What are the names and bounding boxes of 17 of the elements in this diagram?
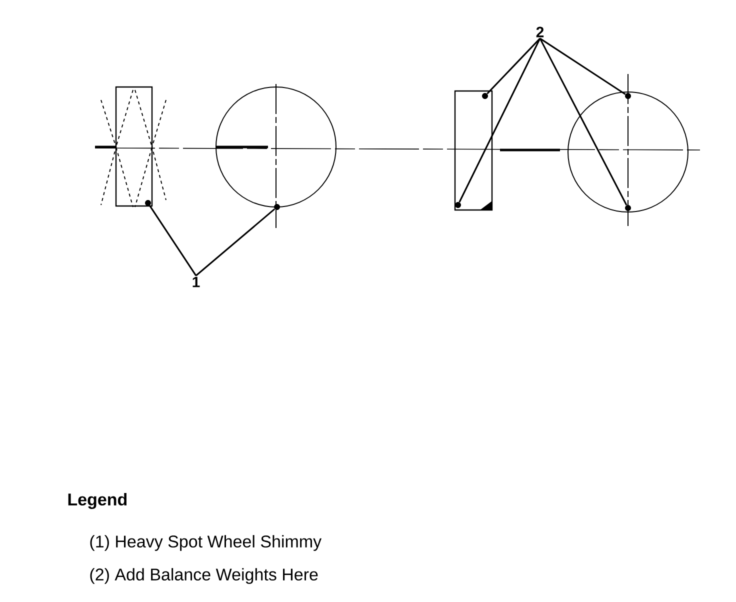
weight-mark bbox=[455, 202, 461, 208]
legend-entry: (2) Add Balance Weights Here bbox=[90, 568, 318, 584]
legend-title: Legend bbox=[68, 493, 127, 509]
leader-line bbox=[486, 38, 541, 94]
leader-line bbox=[149, 205, 197, 276]
weight-mark bbox=[625, 205, 631, 211]
leader-line bbox=[540, 38, 626, 95]
leader-line bbox=[195, 208, 276, 276]
leader-line bbox=[458, 38, 541, 202]
weight-mark bbox=[145, 200, 151, 206]
leader-line bbox=[539, 38, 628, 206]
weight-mark bbox=[625, 93, 631, 99]
weight-mark bbox=[482, 93, 488, 99]
weight-mark bbox=[274, 204, 280, 210]
legend-entry: (1) Heavy Spot Wheel Shimmy bbox=[90, 535, 322, 551]
callout-number: 1 bbox=[192, 276, 200, 288]
callout-number: 2 bbox=[536, 26, 544, 38]
